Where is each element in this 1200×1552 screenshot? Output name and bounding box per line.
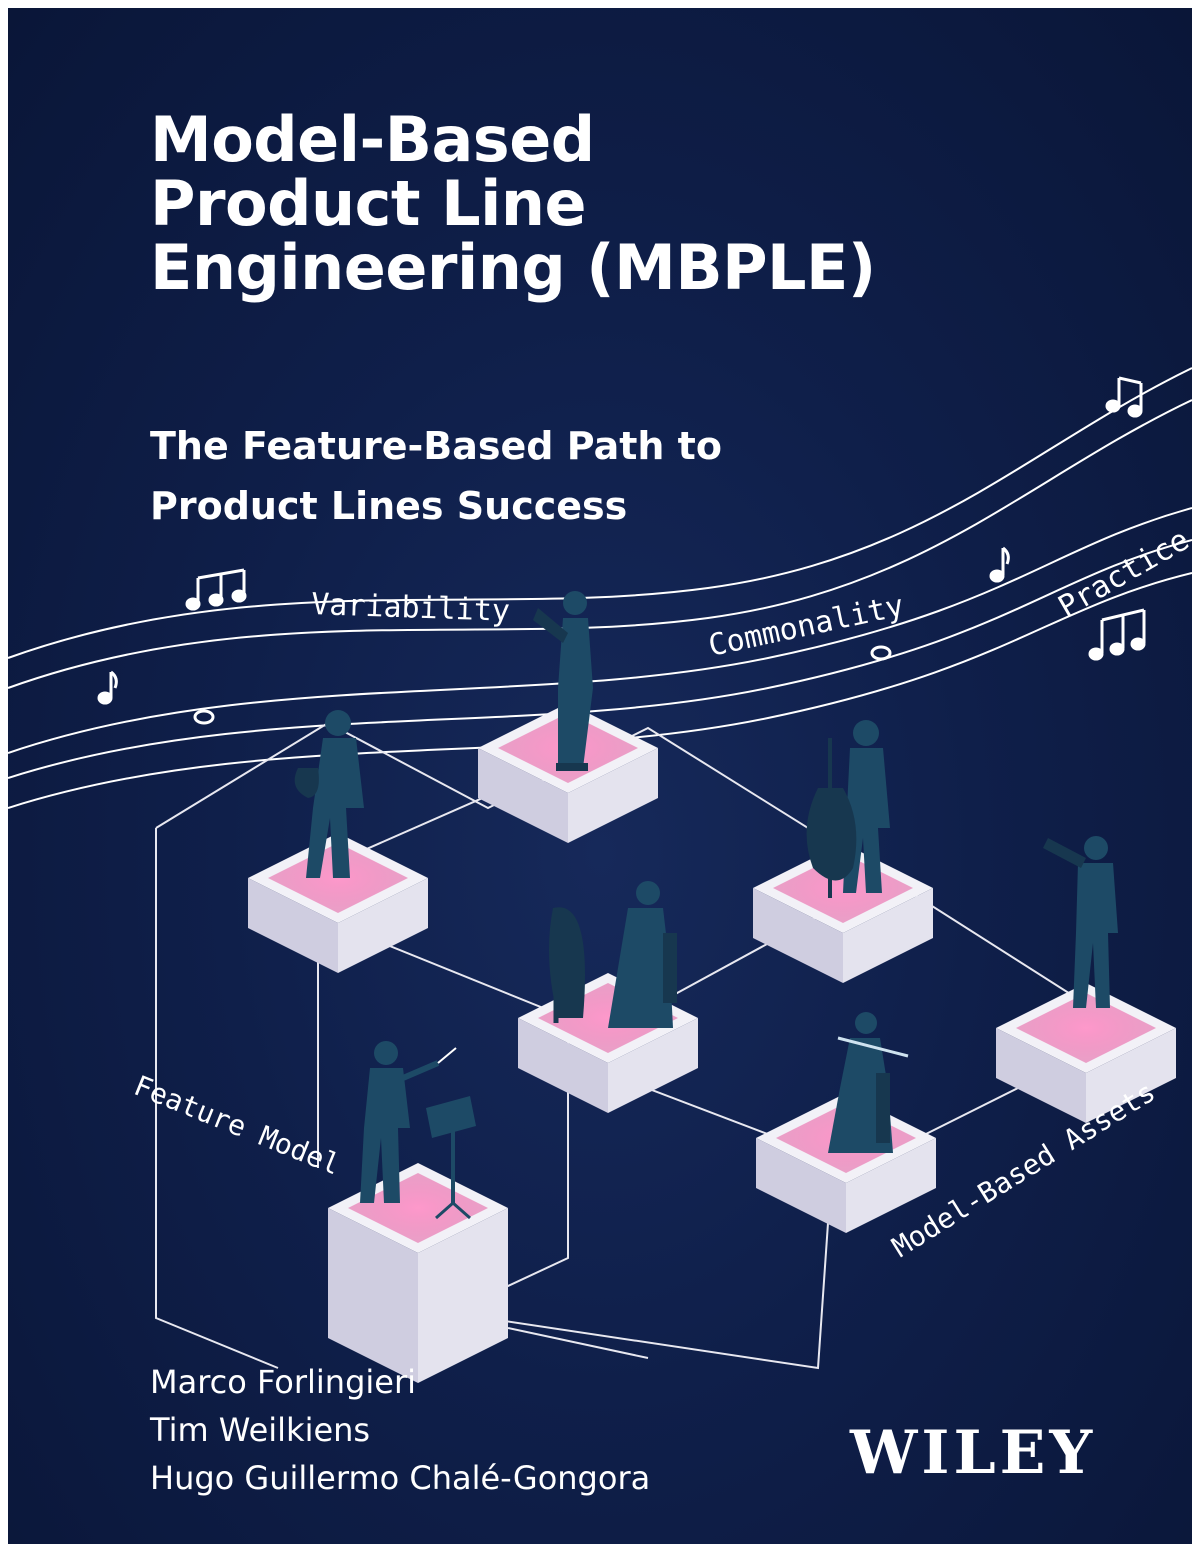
- book-cover: Variability Commonality Practice: [8, 8, 1192, 1544]
- musicians: [294, 591, 1118, 1220]
- cover-illustration: Variability Commonality Practice: [8, 367, 1193, 1383]
- saxophonist-figure: [294, 710, 364, 878]
- subtitle-line: The Feature-Based Path to: [150, 424, 722, 468]
- title-line: Model-Based: [150, 103, 595, 176]
- label-feature-model: Feature Model: [129, 1069, 345, 1182]
- author-list: Marco Forlingieri Tim Weilkiens Hugo Gui…: [150, 1358, 650, 1502]
- staff-word-variability: Variability: [311, 587, 511, 629]
- publisher-logo: WILEY: [850, 1418, 1097, 1488]
- staff-line: [8, 539, 1192, 779]
- conductor-figure: [360, 1041, 476, 1220]
- staff-line: [8, 507, 1192, 754]
- book-subtitle: The Feature-Based Path to Product Lines …: [150, 416, 722, 536]
- title-line: Engineering (MBPLE): [150, 231, 876, 304]
- violinist-man-figure: [1043, 836, 1118, 1008]
- violinist-woman-figure: [533, 591, 593, 771]
- author-name: Tim Weilkiens: [150, 1411, 371, 1449]
- staff-line: [8, 367, 1192, 659]
- music-stand: [426, 1096, 476, 1220]
- note-icon: [97, 670, 118, 705]
- flutist-figure: [828, 1012, 909, 1153]
- author-name: Marco Forlingieri: [150, 1363, 417, 1401]
- staff-line: [8, 572, 1192, 809]
- title-line: Product Line: [150, 167, 587, 240]
- whole-note-icon: [870, 645, 892, 661]
- double-note-icon: [1105, 376, 1143, 418]
- book-title: Model-Based Product Line Engineering (MB…: [150, 108, 876, 300]
- staff-line: [8, 399, 1192, 689]
- staff-word-practice: Practice: [1053, 522, 1193, 625]
- note-icon: [989, 546, 1010, 583]
- double-bassist-figure: [806, 720, 890, 898]
- whole-note-icon: [193, 709, 215, 725]
- staff-word-commonality: Commonality: [705, 588, 907, 664]
- triplet-notes-icon: [1088, 608, 1146, 661]
- music-staff: [8, 367, 1192, 809]
- triplet-notes-icon: [185, 568, 247, 611]
- author-name: Hugo Guillermo Chalé-Gongora: [150, 1459, 651, 1497]
- subtitle-line: Product Lines Success: [150, 484, 628, 528]
- music-notes: [97, 376, 1146, 725]
- harpist-figure: [549, 881, 677, 1028]
